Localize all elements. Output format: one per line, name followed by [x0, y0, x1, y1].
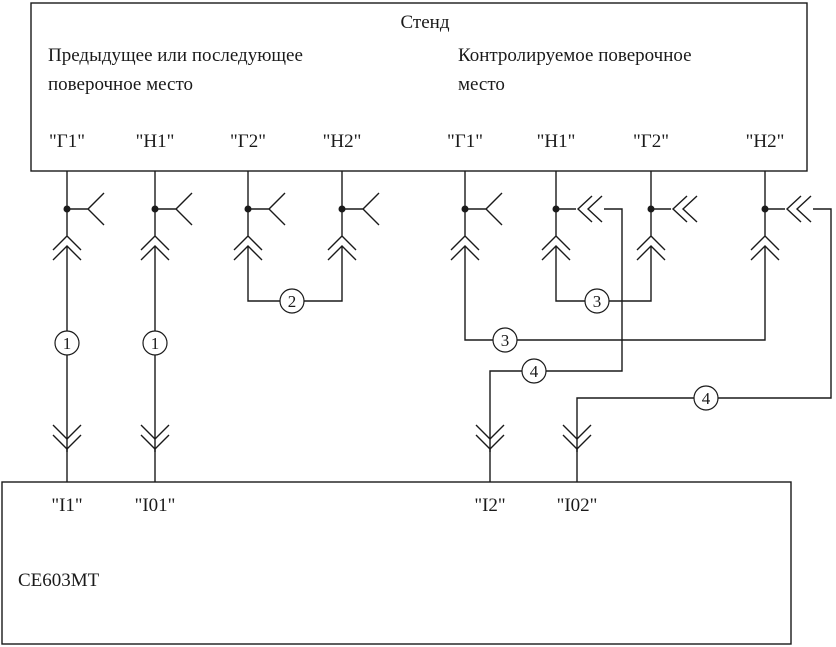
stand-right-terminal-g2: "Г2" [633, 131, 669, 152]
cable-1-left [52, 246, 82, 482]
stand-left-terminal-g1: "Г1" [49, 131, 85, 152]
stand-title: Стенд [401, 12, 450, 33]
side-socket-symbols [67, 192, 503, 226]
cable-label-2: 2 [279, 288, 305, 314]
svg-text:1: 1 [151, 334, 160, 353]
svg-text:3: 3 [501, 331, 510, 350]
left-section-line2: поверочное место [48, 74, 193, 95]
device-terminal-i01: "I01" [135, 495, 176, 516]
side-plug-symbols [556, 195, 812, 223]
right-section-line1: Контролируемое поверочное [458, 45, 692, 66]
cable-1-right [140, 246, 170, 482]
stand-right-terminal-g1: "Г1" [447, 131, 483, 152]
stand-stubs [66, 171, 766, 209]
svg-text:2: 2 [288, 292, 297, 311]
cable-label-3a: 3 [584, 288, 610, 314]
device-terminal-i02: "I02" [557, 495, 598, 516]
cable-4-right [562, 208, 832, 482]
vertical-plug-symbols [52, 209, 780, 261]
cable-label-4a: 4 [521, 358, 547, 384]
device-terminal-i2: "I2" [474, 495, 505, 516]
svg-text:1: 1 [63, 334, 72, 353]
left-section-line1: Предыдущее или последующее [48, 45, 303, 66]
stand-left-terminal-n1: "Н1" [136, 131, 175, 152]
cable-label-3b: 3 [492, 327, 518, 353]
device-name: CE603MT [18, 570, 100, 591]
stand-box [30, 2, 808, 172]
stand-right-terminal-n2: "Н2" [746, 131, 785, 152]
cable-3-outer [464, 246, 766, 341]
stand-left-terminal-n2: "Н2" [323, 131, 362, 152]
cable-label-1a: 1 [54, 330, 80, 356]
stand-left-terminal-g2: "Г2" [230, 131, 266, 152]
device-box [1, 481, 792, 645]
svg-text:3: 3 [593, 292, 602, 311]
right-section-line2: место [458, 74, 505, 95]
svg-text:4: 4 [702, 389, 711, 408]
device-terminal-i1: "I1" [51, 495, 82, 516]
cable-label-1b: 1 [142, 330, 168, 356]
cable-4-left [475, 208, 623, 482]
stand-right-terminal-n1: "Н1" [537, 131, 576, 152]
cable-label-4b: 4 [693, 385, 719, 411]
svg-text:4: 4 [530, 362, 539, 381]
